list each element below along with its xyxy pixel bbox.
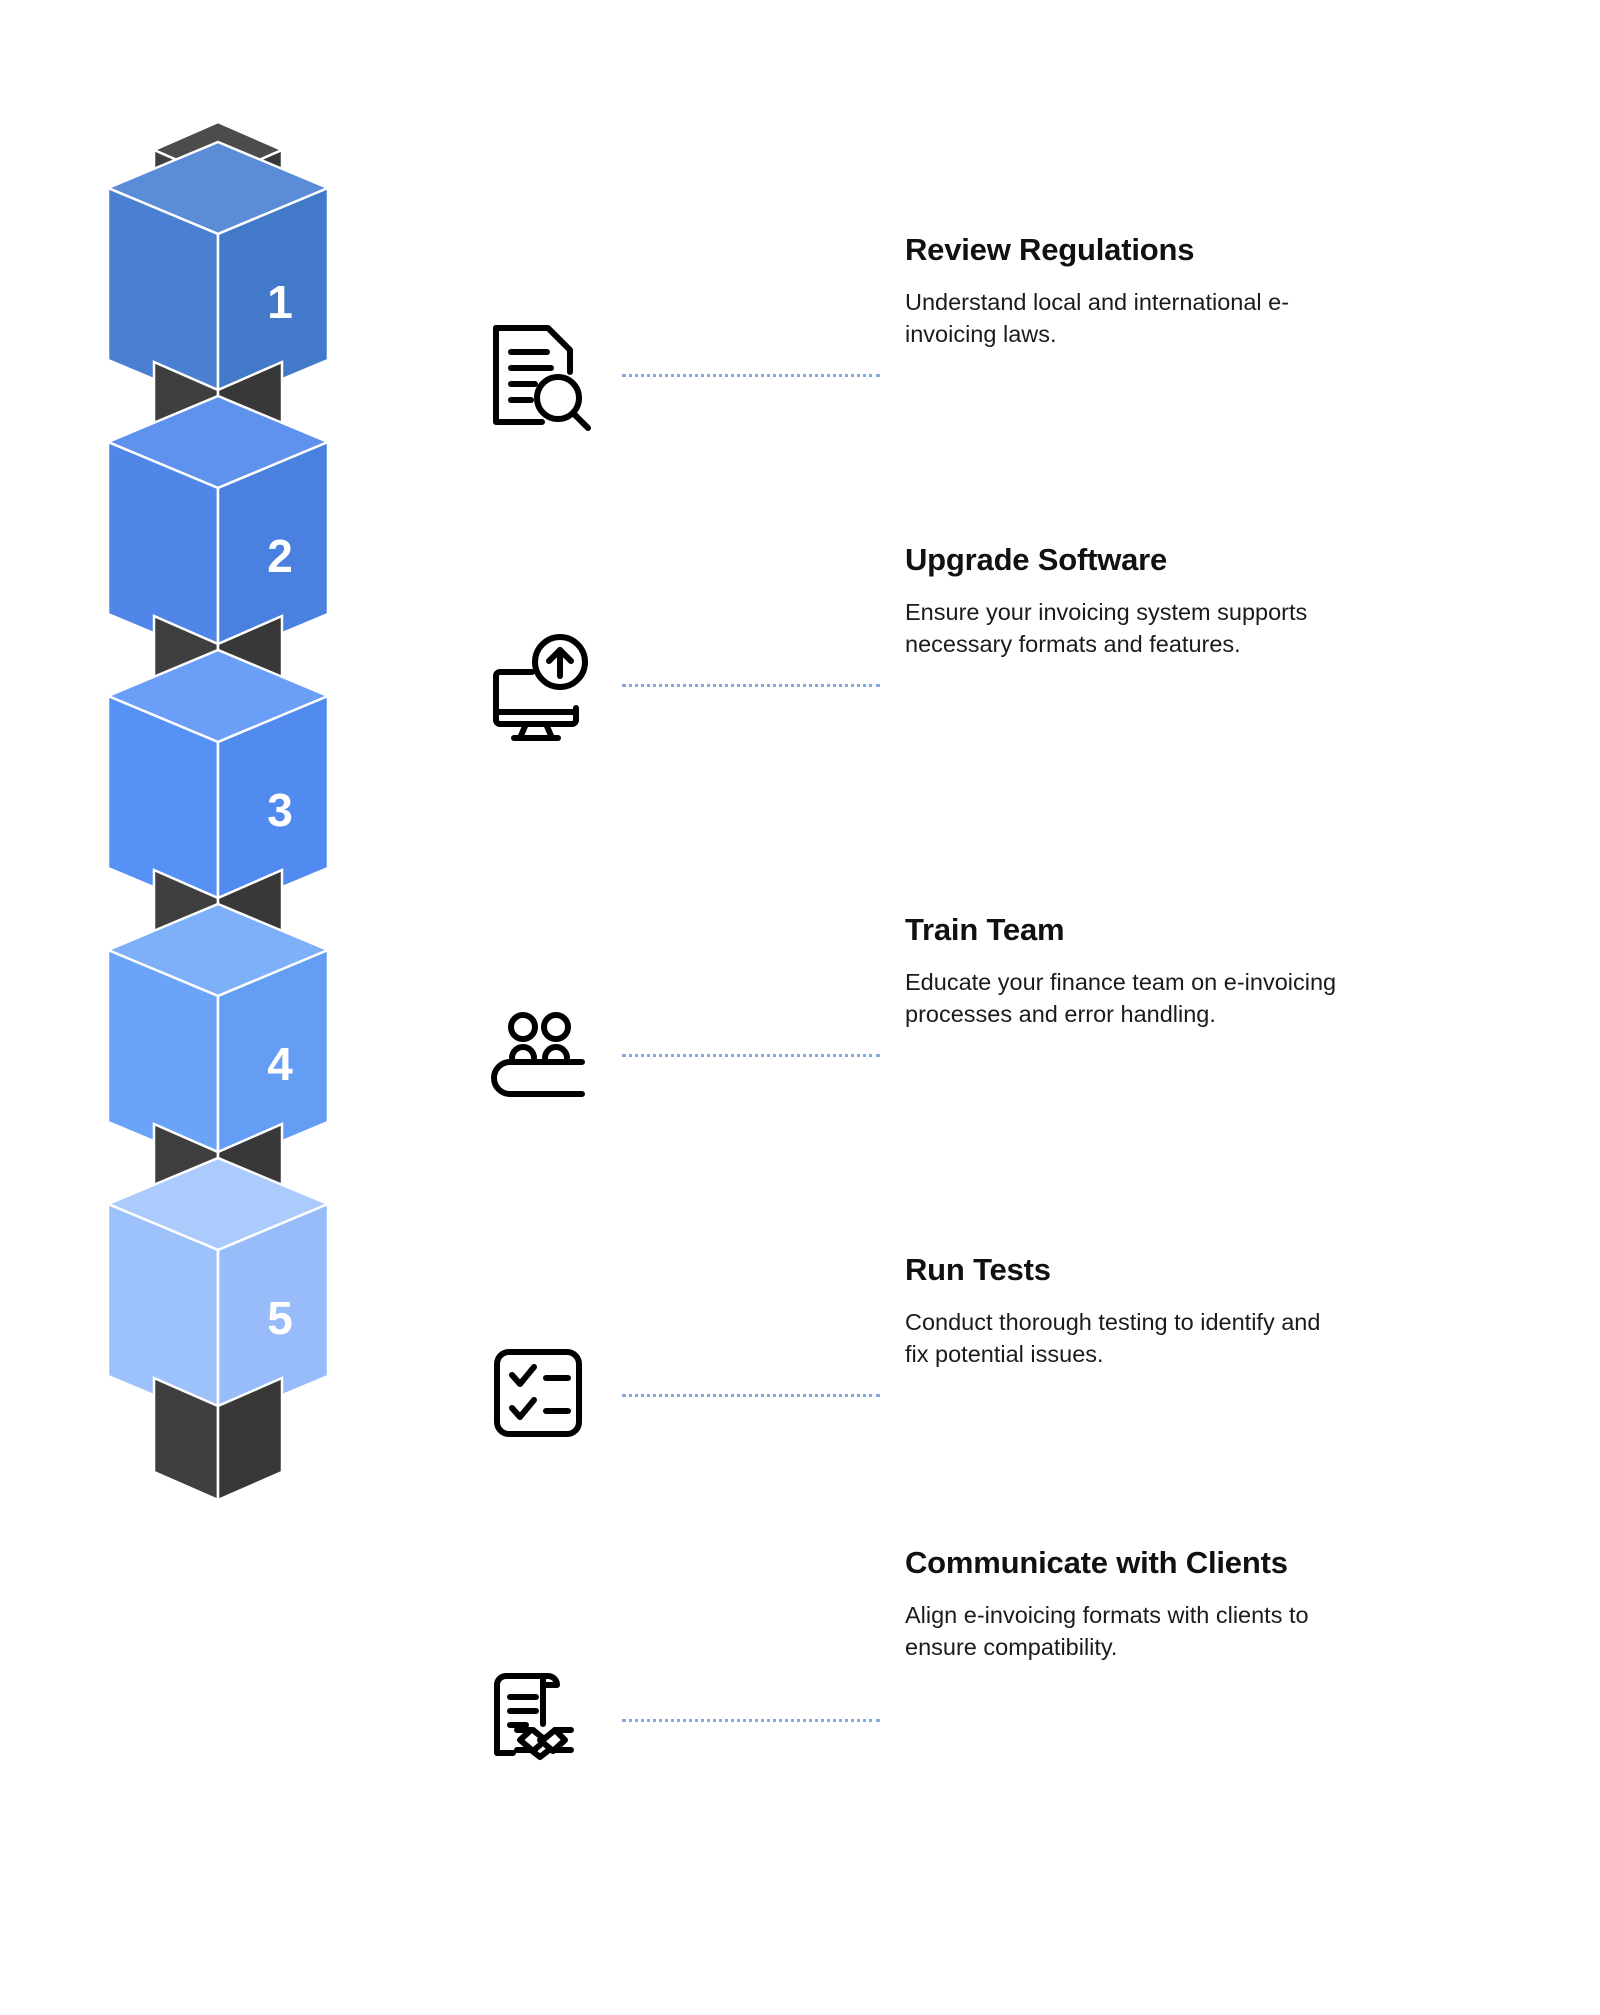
step-4-description: Conduct thorough testing to identify and… bbox=[905, 1308, 1321, 1367]
connector-dots-4 bbox=[622, 1394, 880, 1397]
step-text-4: Run Tests Conduct thorough testing to id… bbox=[905, 1252, 1345, 1370]
block-2[interactable]: 2 bbox=[104, 394, 332, 662]
step-text-1: Review Regulations Understand local and … bbox=[905, 232, 1345, 350]
block-1-number: 1 bbox=[267, 276, 293, 328]
step-5-title: Communicate with Clients bbox=[905, 1545, 1288, 1580]
step-2-title: Upgrade Software bbox=[905, 542, 1168, 577]
block-5-number: 5 bbox=[267, 1292, 293, 1344]
step-text-5: Communicate with Clients Align e-invoici… bbox=[905, 1545, 1345, 1663]
block-3[interactable]: 3 bbox=[104, 648, 332, 916]
step-1-description: Understand local and international e-inv… bbox=[905, 288, 1290, 347]
isometric-block-stack: 1 2 3 bbox=[104, 120, 332, 1502]
connector-cube-bottom bbox=[152, 1376, 284, 1502]
document-search-icon[interactable] bbox=[470, 310, 600, 440]
block-5[interactable]: 5 bbox=[104, 1156, 332, 1424]
step-2-description: Ensure your invoicing system supports ne… bbox=[905, 598, 1308, 657]
step-4-title: Run Tests bbox=[905, 1252, 1051, 1287]
checklist-icon[interactable] bbox=[470, 1330, 600, 1460]
step-3-title: Train Team bbox=[905, 912, 1065, 947]
block-2-number: 2 bbox=[267, 530, 293, 582]
connector-dots-3 bbox=[622, 1054, 880, 1057]
connector-dots-1 bbox=[622, 374, 880, 377]
block-4-number: 4 bbox=[267, 1038, 293, 1090]
contract-handshake-icon[interactable] bbox=[470, 1655, 600, 1785]
block-3-number: 3 bbox=[267, 784, 293, 836]
step-text-2: Upgrade Software Ensure your invoicing s… bbox=[905, 542, 1345, 660]
block-1[interactable]: 1 bbox=[104, 140, 332, 408]
step-3-description: Educate your finance team on e-invoicing… bbox=[905, 968, 1337, 1027]
step-1-title: Review Regulations bbox=[905, 232, 1195, 267]
connector-dots-5 bbox=[622, 1719, 880, 1722]
connector-dots-2 bbox=[622, 684, 880, 687]
monitor-upload-icon[interactable] bbox=[470, 620, 600, 750]
step-5-description: Align e-invoicing formats with clients t… bbox=[905, 1601, 1309, 1660]
block-4[interactable]: 4 bbox=[104, 902, 332, 1170]
team-people-icon[interactable] bbox=[470, 990, 600, 1120]
step-text-3: Train Team Educate your finance team on … bbox=[905, 912, 1345, 1030]
